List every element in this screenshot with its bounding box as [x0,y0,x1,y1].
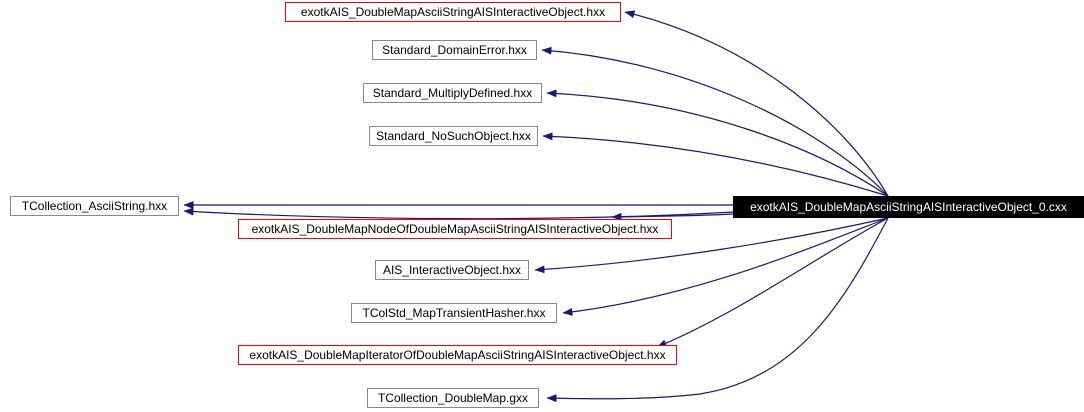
edge-to-ais-interactiveobject [534,217,889,274]
node-standard-multiplydefined[interactable]: Standard_MultiplyDefined.hxx [363,83,542,103]
node-ais-interactiveobject[interactable]: AIS_InteractiveObject.hxx [375,260,529,280]
edge-to-tcollection-doublemap [546,217,889,403]
node-exotkais-doublemapnode[interactable]: exotkAIS_DoubleMapNodeOfDoubleMapAsciiSt… [238,219,672,239]
node-standard-nosuchobject[interactable]: Standard_NoSuchObject.hxx [369,126,538,146]
node-standard-domainerror[interactable]: Standard_DomainError.hxx [372,40,537,60]
edge-to-exotkais-doublemap-hxx [624,10,889,197]
edge-to-tcollection-asciistring-2 [183,207,734,220]
edge-to-standard-nosuchobject [542,132,889,197]
edge-to-tcolstd-maptransienthasher [562,217,889,316]
node-tcollection-doublemap[interactable]: TCollection_DoubleMap.gxx [367,388,539,408]
main-node-cxx-file: exotkAIS_DoubleMapAsciiStringAISInteract… [733,196,1084,218]
edge-to-doublemapnode [611,212,734,221]
node-tcolstd-maptransienthasher[interactable]: TColStd_MapTransientHasher.hxx [351,303,557,323]
edge-to-standard-multiplydefined [546,89,889,197]
edge-to-standard-domainerror [541,46,889,197]
edge-to-doublemapiterator [656,217,889,348]
node-exotkais-doublemapasciistring-hxx[interactable]: exotkAIS_DoubleMapAsciiStringAISInteract… [285,2,621,22]
node-exotkais-doublemapiterator[interactable]: exotkAIS_DoubleMapIteratorOfDoubleMapAsc… [238,345,677,365]
node-tcollection-asciistring[interactable]: TCollection_AsciiString.hxx [10,196,179,216]
